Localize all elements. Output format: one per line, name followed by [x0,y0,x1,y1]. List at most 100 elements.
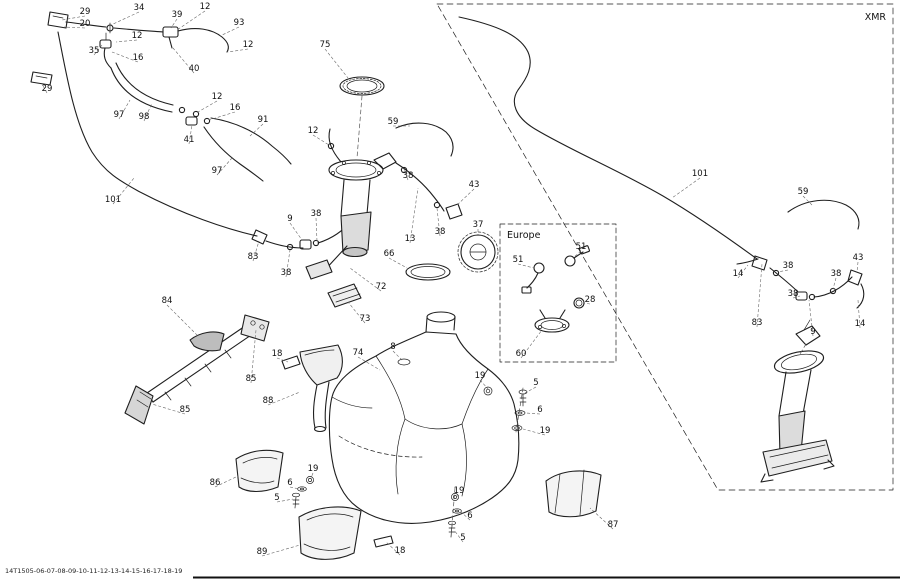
callout-74: 74 [353,348,364,358]
callout-91: 91 [258,115,269,125]
callout-97: 97 [212,166,223,176]
leader-line [671,177,701,199]
callout-97: 97 [114,110,125,120]
callout-38: 38 [435,227,446,237]
leader-line [520,329,543,359]
leader-line [276,498,294,503]
leader-line [455,494,460,498]
callout-59: 59 [388,117,399,127]
leader-line [112,177,135,205]
callout-12: 12 [308,126,319,136]
callout-12: 12 [200,2,211,12]
leader-line [93,44,103,56]
support-bracket [124,314,270,425]
leader-line [276,357,289,363]
filler-duct [299,344,343,433]
europe-option-box: Europe [499,223,617,363]
leader-line [61,15,86,21]
callout-34: 34 [134,3,145,13]
callout-38: 38 [788,289,799,299]
xmr-region-boundary [436,3,894,491]
callout-29: 29 [80,7,91,17]
callout-38: 38 [403,171,414,181]
callout-101: 101 [692,169,708,179]
leader-line [249,123,264,137]
leader-line [176,10,206,31]
callout-14: 14 [733,269,744,279]
leader-line [310,472,314,479]
europe-label: Europe [507,230,541,241]
leader-line [151,403,186,415]
neck-seal [397,358,411,366]
leader-line [289,486,300,490]
leader-line [777,269,789,273]
leader-line [227,48,249,53]
leader-line [250,329,257,384]
callout-12: 12 [212,92,223,102]
callout-20: 20 [80,19,91,29]
leader-line [832,277,837,290]
callout-51: 51 [576,242,587,252]
callout-60: 60 [516,349,527,359]
callout-9: 9 [810,327,815,337]
callout-43: 43 [853,253,864,263]
callout-35: 35 [89,46,100,56]
callout-86: 86 [210,478,221,488]
leader-line [349,267,382,292]
callout-13: 13 [405,234,416,244]
leader-line [110,11,140,26]
leader-line [188,124,193,145]
fuel-line-fittings [251,219,353,251]
callout-93: 93 [234,18,245,28]
callout-18: 18 [272,349,283,359]
leader-line [347,301,366,324]
callout-6: 6 [287,478,292,488]
leader-line [63,26,86,29]
callout-38: 38 [281,268,292,278]
callout-72: 72 [376,282,387,292]
leader-line [172,47,195,74]
callout-16: 16 [230,103,241,113]
callout-14: 14 [855,319,866,329]
sheet-code: 14T1505-06-07-08-09-10-11-12-13-14-15-16… [5,567,182,575]
leader-line [219,26,240,37]
leader-line [261,544,301,557]
callout-9: 9 [287,214,292,224]
callout-5: 5 [533,378,538,388]
callout-5: 5 [460,533,465,543]
callout-41: 41 [184,135,195,145]
callout-88: 88 [263,396,274,406]
leader-line [409,187,419,244]
sensor-left [533,262,545,274]
callout-19: 19 [308,464,319,474]
callout-6: 6 [467,511,472,521]
sensor-right [564,255,576,267]
callout-75: 75 [320,40,331,50]
leader-line [808,299,814,337]
xmr-fuel-pump-assembly [760,319,835,483]
mounting-hardware-right [483,386,528,433]
leader-line [392,350,403,361]
callout-8: 8 [390,342,395,352]
callout-83: 83 [752,318,763,328]
leader-line [312,134,330,146]
callout-6: 6 [537,405,542,415]
leader-line [289,222,303,241]
leader-line [170,18,178,29]
fuel-cap [457,231,499,273]
mounting-hardware-left [292,476,314,509]
xmr-label: XMR [865,12,887,23]
leader-line [315,217,318,242]
callout-38: 38 [783,261,794,271]
leader-line [737,264,749,279]
leader-line [524,386,537,394]
leader-line [285,249,291,278]
o-ring [573,297,585,309]
callout-18: 18 [395,546,406,556]
leader-line [252,240,260,262]
pump-flange-europe [534,317,570,333]
filler-neck-ring [405,263,451,281]
callout-98: 98 [139,112,150,122]
callout-59: 59 [798,187,809,197]
